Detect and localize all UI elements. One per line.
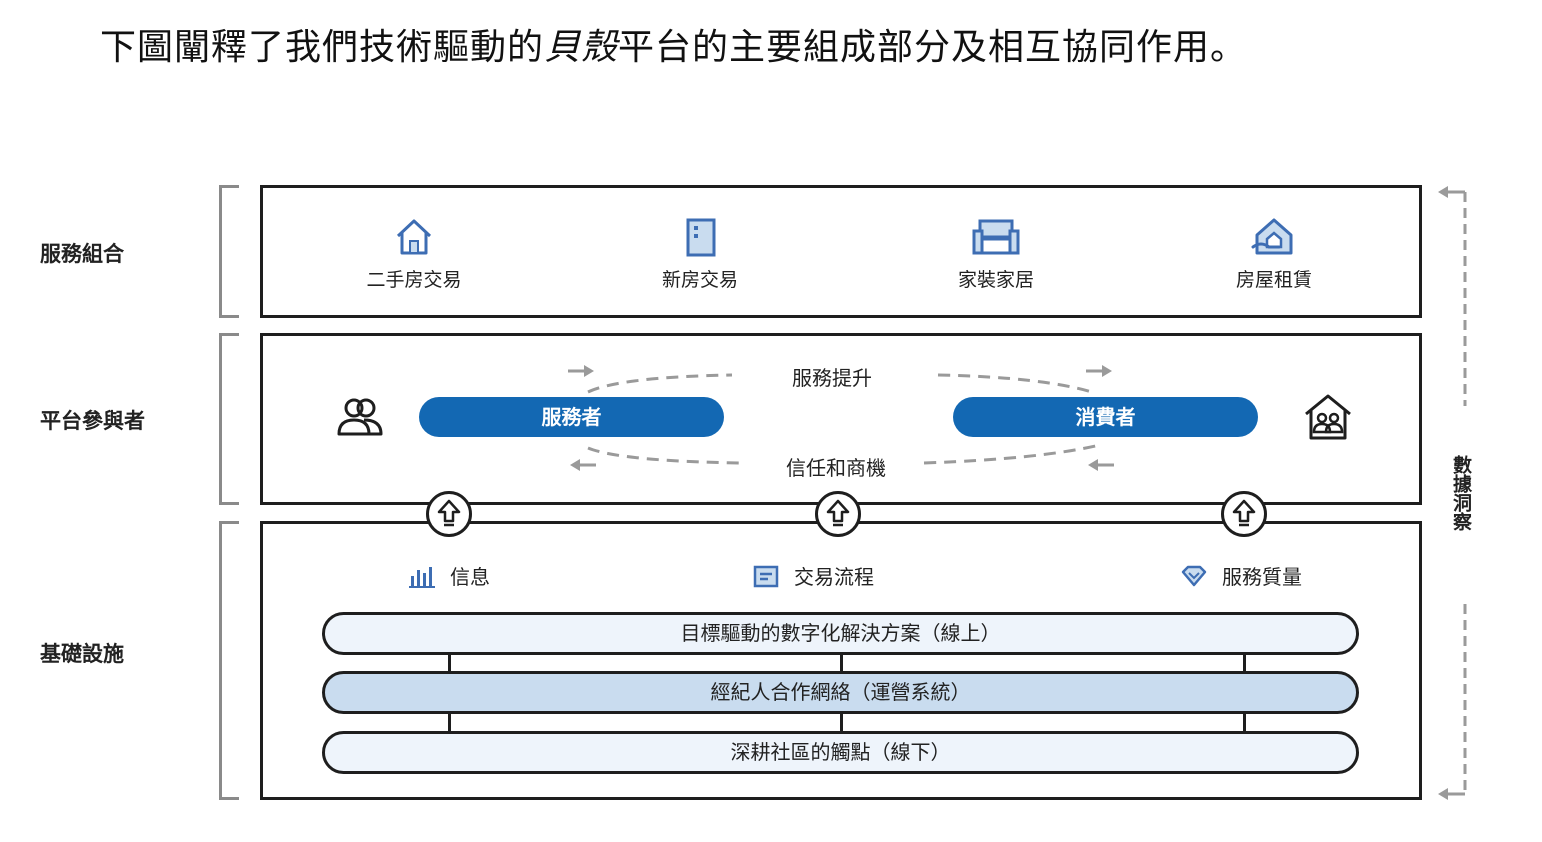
bar-chart-icon — [409, 566, 435, 588]
service-rental: 房屋租賃 — [1194, 215, 1354, 292]
building-icon — [686, 218, 716, 257]
section-label-participants: 平台參與者 — [40, 409, 145, 433]
data-insight-label: 數據洞察 — [1450, 455, 1472, 531]
intro-before: 下圖闡釋了我們技術驅動的 — [100, 27, 545, 68]
intro-after: 平台的主要組成部分及相互協同作用。 — [618, 27, 1248, 68]
people-icon — [337, 398, 383, 436]
infra-item-transaction: 交易流程 — [752, 561, 874, 590]
bar-connector — [840, 713, 843, 733]
rental-house-icon — [1251, 218, 1293, 255]
home-family-icon — [1305, 394, 1351, 440]
infrastructure-bracket — [219, 521, 239, 800]
up-arrow-icon — [1232, 499, 1256, 527]
diamond-icon — [1181, 565, 1207, 586]
document-icon — [753, 565, 779, 587]
arrow-left-icon — [570, 459, 596, 471]
infra-item-label: 服務質量 — [1222, 565, 1302, 589]
bar-connector — [448, 653, 451, 673]
service-home-furnishing: 家裝家居 — [916, 215, 1076, 292]
arrow-left-icon — [1438, 186, 1448, 198]
service-label: 家裝家居 — [957, 269, 1034, 291]
service-label: 二手房交易 — [366, 269, 462, 291]
participant-flow-lines — [568, 365, 1114, 471]
infra-item-label: 信息 — [450, 565, 490, 589]
intro-brand: 貝殼 — [544, 27, 619, 68]
data-insight-loop — [1438, 186, 1467, 800]
up-arrow-icon — [437, 499, 461, 527]
up-arrow-circle — [426, 491, 472, 537]
service-provider-pill: 服務者 — [419, 397, 724, 437]
intro-text: 下圖闡釋了我們技術驅動的貝殼平台的主要組成部分及相互協同作用。 — [100, 18, 1247, 70]
infra-item-information: 信息 — [408, 561, 490, 590]
up-arrow-circle — [1221, 491, 1267, 537]
participants-bracket — [219, 333, 239, 505]
bar-connector — [448, 713, 451, 733]
arrow-left-icon — [1088, 459, 1114, 471]
bar-agent-network: 經紀人合作網絡（運營系統） — [322, 671, 1359, 714]
bar-connector — [1243, 713, 1246, 733]
services-box — [260, 185, 1422, 318]
service-resale: 二手房交易 — [334, 215, 494, 292]
up-arrow-circle — [815, 491, 861, 537]
service-label: 新房交易 — [661, 269, 738, 291]
flow-label-trust-opportunity: 信任和商機 — [786, 456, 886, 480]
flow-label-service-upgrade: 服務提升 — [792, 366, 872, 390]
up-arrow-icon — [826, 499, 850, 527]
arrow-right-icon — [1086, 365, 1112, 377]
service-label: 房屋租賃 — [1235, 269, 1312, 291]
infra-item-label: 交易流程 — [794, 565, 874, 589]
bar-connector — [1243, 653, 1246, 673]
bar-online-solutions: 目標驅動的數字化解決方案（線上） — [322, 612, 1359, 655]
section-label-infrastructure: 基礎設施 — [40, 642, 124, 666]
house-icon — [396, 219, 432, 255]
infra-item-service-quality: 服務質量 — [1180, 561, 1302, 590]
services-bracket — [219, 185, 239, 318]
section-label-services: 服務組合 — [40, 242, 124, 266]
bar-offline-touchpoints: 深耕社區的觸點（線下） — [322, 731, 1359, 774]
consumer-pill: 消費者 — [953, 397, 1258, 437]
bar-connector — [840, 653, 843, 673]
arrow-left-icon — [1438, 788, 1448, 800]
sofa-icon — [972, 219, 1020, 255]
service-new-home: 新房交易 — [620, 215, 780, 292]
arrow-right-icon — [568, 365, 594, 377]
